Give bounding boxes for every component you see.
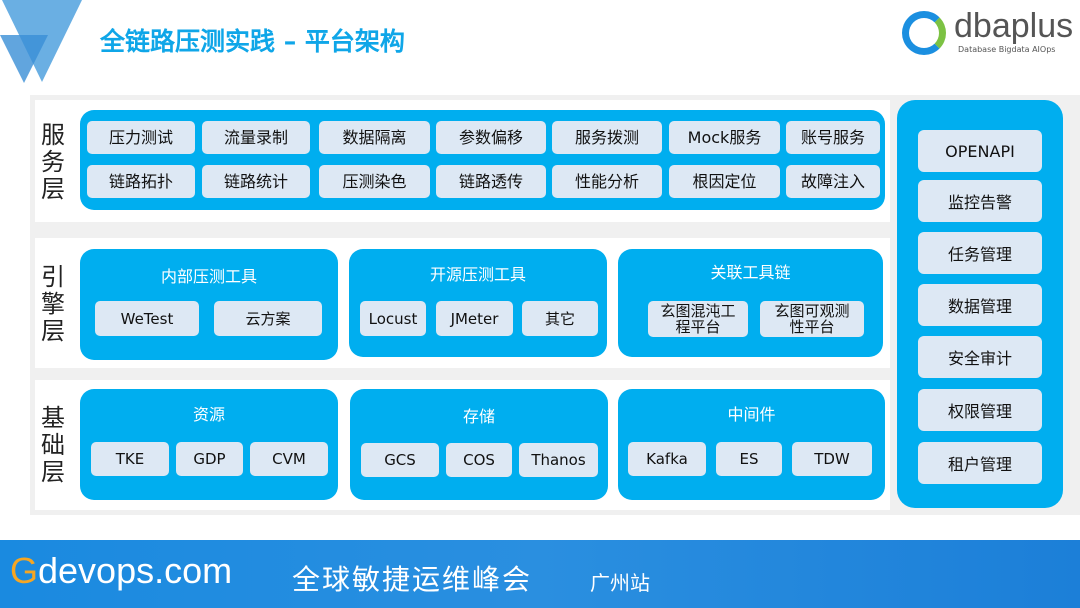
capability-item[interactable]: 安全审计 <box>918 336 1042 378</box>
capability-item[interactable]: 监控告警 <box>918 180 1042 222</box>
event-name: 全球敏捷运维峰会 <box>292 563 533 596</box>
engine-group-toolchain: 关联工具链 玄图混沌工程平台 玄图可观测性平台 <box>618 249 883 357</box>
base-group-storage: 存储 GCS COS Thanos <box>350 389 608 500</box>
service-item[interactable]: 链路透传 <box>436 165 546 198</box>
service-item[interactable]: Mock服务 <box>669 121 780 154</box>
service-item[interactable]: 压测染色 <box>319 165 430 198</box>
capability-item[interactable]: OPENAPI <box>918 130 1042 172</box>
item-kafka[interactable]: Kafka <box>628 442 706 476</box>
event-city: 广州站 <box>590 571 650 595</box>
logo-tagline: Database Bigdata AIOps <box>958 45 1056 54</box>
capability-item[interactable]: 权限管理 <box>918 389 1042 431</box>
group-title: 开源压测工具 <box>429 265 526 284</box>
base-layer-label: 基础层 <box>41 404 65 486</box>
service-layer-label: 服务层 <box>41 121 65 203</box>
tool-jmeter[interactable]: JMeter <box>436 301 513 336</box>
service-item[interactable]: 性能分析 <box>552 165 662 198</box>
service-item[interactable]: 链路统计 <box>202 165 310 198</box>
group-title: 内部压测工具 <box>160 267 257 286</box>
base-group-resources: 资源 TKE GDP CVM <box>80 389 338 500</box>
item-tke[interactable]: TKE <box>91 442 169 476</box>
dbaplus-logo: dbaplus Database Bigdata AIOps <box>900 5 1075 60</box>
item-es[interactable]: ES <box>716 442 782 476</box>
item-cvm[interactable]: CVM <box>250 442 328 476</box>
gdevops-logo: Gdevops.com <box>10 550 233 591</box>
capability-item[interactable]: 数据管理 <box>918 284 1042 326</box>
service-item[interactable]: 参数偏移 <box>436 121 546 154</box>
footer-banner: Gdevops.com 全球敏捷运维峰会 广州站 <box>0 540 1080 608</box>
service-item[interactable]: 流量录制 <box>202 121 310 154</box>
item-thanos[interactable]: Thanos <box>519 443 598 477</box>
service-item[interactable]: 链路拓扑 <box>87 165 195 198</box>
platform-capabilities-column: OPENAPI 监控告警任务管理数据管理安全审计权限管理租户管理 <box>897 100 1063 508</box>
group-title: 关联工具链 <box>710 263 791 282</box>
tool-cloud-solution[interactable]: 云方案 <box>214 301 322 336</box>
base-group-middleware: 中间件 Kafka ES TDW <box>618 389 885 500</box>
service-item[interactable]: 账号服务 <box>786 121 880 154</box>
item-tdw[interactable]: TDW <box>792 442 872 476</box>
logo-triangle <box>0 35 48 83</box>
service-item[interactable]: 数据隔离 <box>319 121 430 154</box>
capability-item[interactable]: 任务管理 <box>918 232 1042 274</box>
service-item[interactable]: 压力测试 <box>87 121 195 154</box>
service-item[interactable]: 服务拨测 <box>552 121 662 154</box>
engine-group-internal: 内部压测工具 WeTest 云方案 <box>80 249 338 360</box>
logo-text: dbaplus <box>954 7 1074 45</box>
tool-wetest[interactable]: WeTest <box>95 301 199 336</box>
tool-observability-platform[interactable]: 玄图可观测性平台 <box>760 301 864 337</box>
group-title: 资源 <box>192 405 225 424</box>
item-gcs[interactable]: GCS <box>361 443 439 477</box>
service-item[interactable]: 故障注入 <box>786 165 880 198</box>
capability-item[interactable]: 租户管理 <box>918 442 1042 484</box>
engine-layer-label: 引擎层 <box>41 263 65 345</box>
item-gdp[interactable]: GDP <box>176 442 243 476</box>
tool-chaos-platform[interactable]: 玄图混沌工程平台 <box>648 301 748 337</box>
service-item[interactable]: 根因定位 <box>669 165 780 198</box>
group-title: 中间件 <box>727 405 776 424</box>
item-cos[interactable]: COS <box>446 443 512 477</box>
page-title: 全链路压测实践 – 平台架构 <box>100 27 405 56</box>
tool-locust[interactable]: Locust <box>360 301 426 336</box>
group-title: 存储 <box>462 407 495 426</box>
engine-group-opensource: 开源压测工具 Locust JMeter 其它 <box>349 249 607 357</box>
tool-other[interactable]: 其它 <box>522 301 598 336</box>
